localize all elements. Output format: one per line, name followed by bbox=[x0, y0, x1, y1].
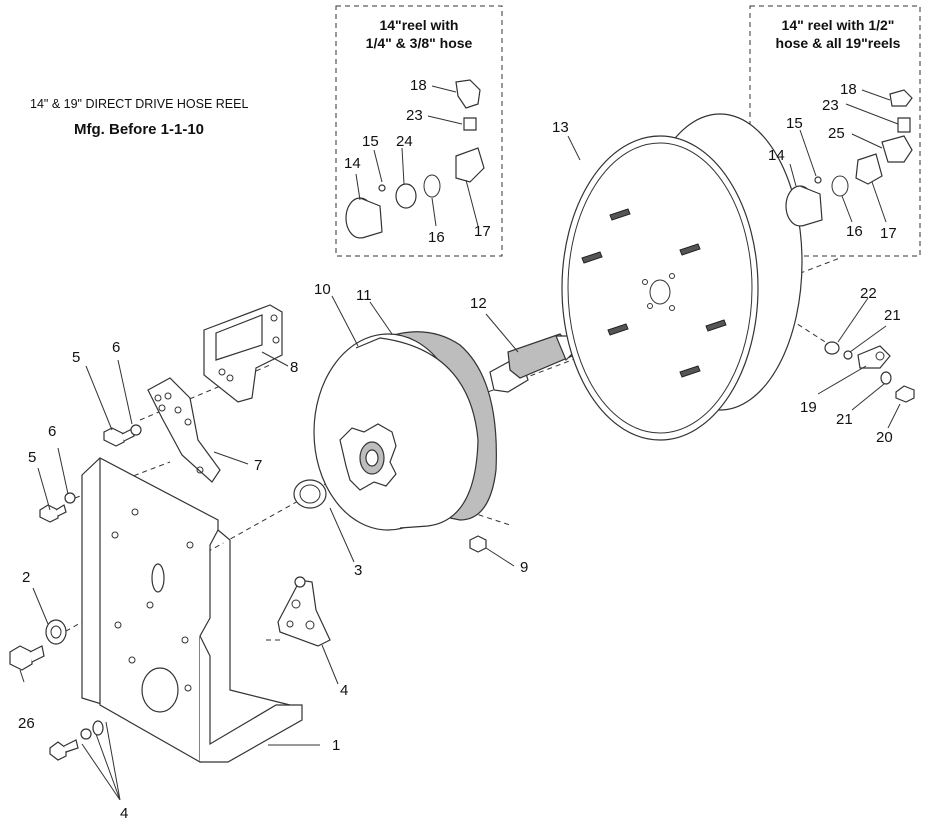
bracket-19 bbox=[857, 345, 891, 369]
bolt-5-upper bbox=[103, 427, 135, 447]
callout-5-lower: 5 bbox=[28, 449, 36, 466]
callout-8: 8 bbox=[290, 359, 298, 376]
callout-11: 11 bbox=[356, 287, 372, 304]
fitting-26 bbox=[9, 645, 45, 671]
nut-2 bbox=[45, 619, 67, 645]
callout-1: 1 bbox=[332, 737, 340, 754]
inset-box-left bbox=[335, 5, 503, 257]
bolt-5-lower bbox=[39, 504, 67, 523]
mounting-bracket-8 bbox=[203, 304, 283, 403]
inset-right-title: 14" reel with 1/2" hose & all 19"reels bbox=[750, 16, 926, 52]
callout-6-upper: 6 bbox=[112, 339, 120, 356]
callout-9: 9 bbox=[520, 559, 528, 576]
bushing-3 bbox=[293, 479, 327, 509]
inset-right-title-line2: hose & all 19"reels bbox=[775, 35, 901, 51]
axis-line-bolt9 bbox=[469, 511, 511, 526]
inset-left-callout-14: 14 bbox=[344, 155, 361, 172]
drive-hub bbox=[339, 423, 397, 491]
washer-6-upper bbox=[130, 424, 142, 436]
callout-13: 13 bbox=[552, 119, 569, 136]
callout-19: 19 bbox=[800, 399, 817, 416]
inset-right-title-line1: 14" reel with 1/2" bbox=[781, 17, 895, 33]
callout-26: 26 bbox=[18, 715, 35, 732]
callout-7: 7 bbox=[254, 457, 262, 474]
callout-22: 22 bbox=[860, 285, 877, 302]
callout-6-lower: 6 bbox=[48, 423, 56, 440]
callout-10: 10 bbox=[314, 281, 331, 298]
inset-left-callout-17: 17 bbox=[474, 223, 491, 240]
callout-4-brake: 4 bbox=[340, 682, 348, 699]
callout-2: 2 bbox=[22, 569, 30, 586]
mounting-plate-7 bbox=[147, 377, 221, 483]
inset-right-callout-25: 25 bbox=[828, 125, 845, 142]
axis-line-bracket bbox=[74, 461, 171, 499]
washer-6-lower bbox=[64, 492, 76, 504]
inset-left-callout-23: 23 bbox=[406, 107, 423, 124]
hardware-22-nut bbox=[824, 341, 840, 355]
callout-20: 20 bbox=[876, 429, 893, 446]
screw-20 bbox=[895, 385, 915, 403]
drive-motor-10 bbox=[313, 331, 497, 531]
inset-right-callout-16: 16 bbox=[846, 223, 863, 240]
callout-3: 3 bbox=[354, 562, 362, 579]
inset-right-callout-17: 17 bbox=[880, 225, 897, 242]
washer-21-lower bbox=[880, 371, 892, 385]
diagram-title: 14" & 19" DIRECT DRIVE HOSE REEL bbox=[30, 97, 249, 111]
callout-21-upper: 21 bbox=[884, 307, 901, 324]
inset-left-parts bbox=[345, 79, 485, 239]
hardware-4-lower bbox=[49, 720, 104, 761]
inset-left-callout-16: 16 bbox=[428, 229, 445, 246]
callout-5-upper: 5 bbox=[72, 349, 80, 366]
inset-left-title: 14"reel with 1/4" & 3/8" hose bbox=[336, 16, 502, 52]
callout-4-hardware: 4 bbox=[120, 805, 128, 822]
inset-right-callout-15: 15 bbox=[786, 115, 803, 132]
inset-left-callout-15: 15 bbox=[362, 133, 379, 150]
inset-left-callout-24: 24 bbox=[396, 133, 413, 150]
shaft-12 bbox=[489, 333, 577, 393]
diagram-subtitle: Mfg. Before 1-1-10 bbox=[74, 121, 205, 138]
inset-left-callout-18: 18 bbox=[410, 77, 427, 94]
base-frame-part bbox=[81, 457, 303, 764]
inset-right-callout-18: 18 bbox=[840, 81, 857, 98]
inset-right-callout-23: 23 bbox=[822, 97, 839, 114]
inset-left-title-line1: 14"reel with bbox=[379, 17, 459, 33]
brake-plate-4 bbox=[277, 576, 331, 647]
reel-drum-13 bbox=[561, 113, 803, 441]
callout-21-lower: 21 bbox=[836, 411, 853, 428]
leader-lines bbox=[19, 85, 901, 801]
inset-left-title-line2: 1/4" & 3/8" hose bbox=[365, 35, 473, 51]
inset-right-parts bbox=[785, 89, 913, 227]
washer-21-upper bbox=[843, 350, 853, 360]
bolt-9 bbox=[469, 535, 487, 553]
inset-right-callout-14: 14 bbox=[768, 147, 785, 164]
callout-12: 12 bbox=[470, 295, 487, 312]
